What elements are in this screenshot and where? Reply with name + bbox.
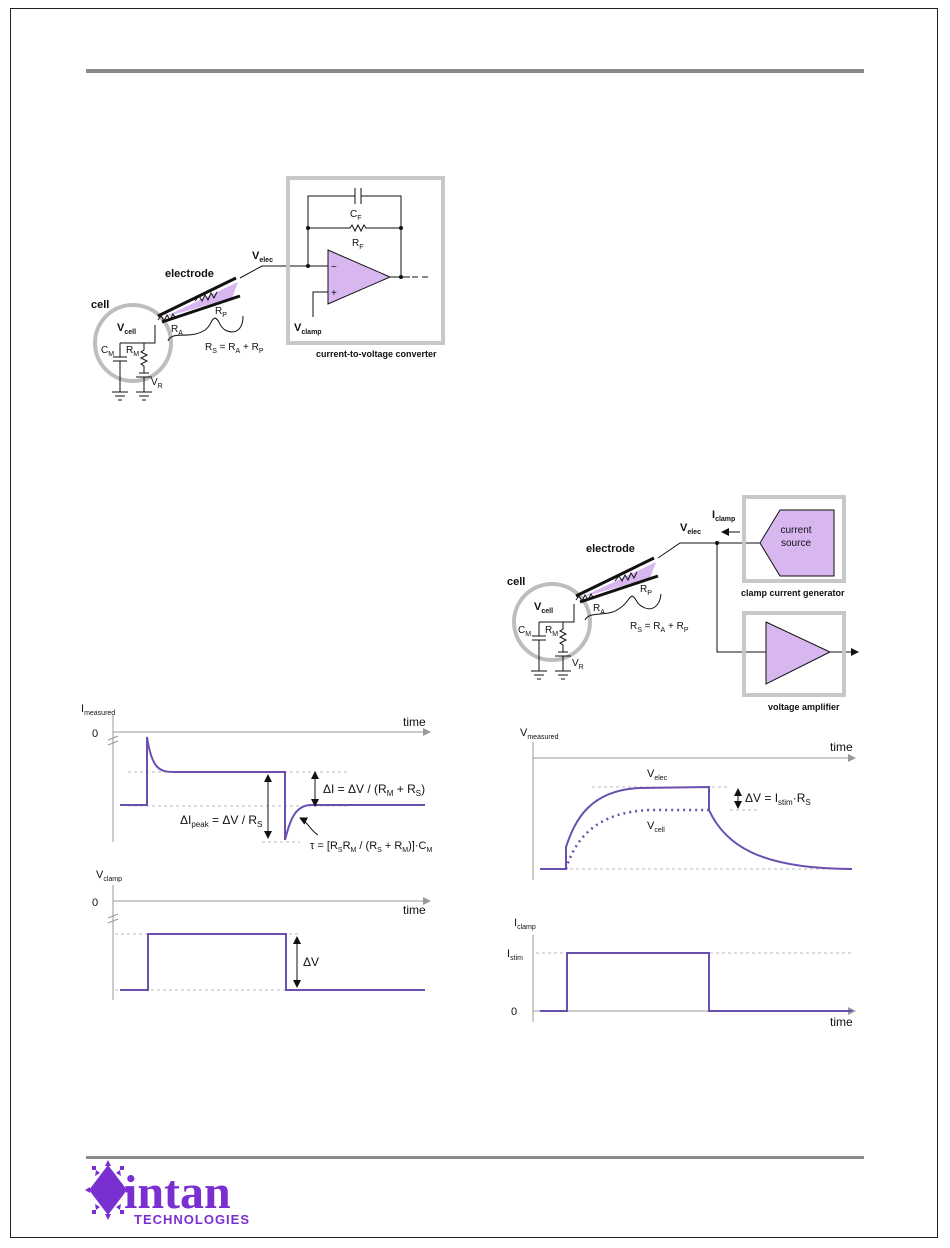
- electrode-fill: [162, 282, 238, 318]
- i-clamp-label: Iclamp: [712, 509, 735, 523]
- v-cell-trace: [564, 808, 709, 870]
- r-p-label: RP: [215, 306, 227, 319]
- time-label-4: time: [830, 1015, 853, 1029]
- v-measured-label: Vmeasured: [520, 727, 559, 741]
- electrode-fill-2: [580, 562, 656, 598]
- v-clamp-trace: [120, 933, 425, 991]
- zero-label-1: 0: [92, 728, 98, 740]
- delta-v-label-1: ΔV: [303, 955, 319, 969]
- time-label-2: time: [403, 903, 426, 917]
- logo-chip-icon: [85, 1160, 131, 1220]
- amplifier-box: [742, 611, 846, 697]
- converter-label: current-to-voltage converter: [316, 349, 437, 359]
- v-cell-curve-label: Vcell: [647, 820, 665, 834]
- v-elec-label-2: Velec: [680, 522, 701, 536]
- r-a-resistor-2: [575, 592, 595, 603]
- current-source-shape: [759, 509, 835, 577]
- header-rule: [86, 69, 864, 73]
- electrode-upper-wall: [157, 276, 237, 318]
- electrode-label-2: electrode: [586, 543, 635, 555]
- plus-sign: +: [331, 288, 337, 299]
- c-f-label: CF: [350, 209, 362, 222]
- minus-sign: −: [331, 262, 337, 273]
- i-clamp-trace: [540, 952, 852, 1012]
- converter-box: [286, 176, 445, 345]
- rs-equation: RS = RA + RP: [205, 342, 264, 355]
- zero-label-3: 0: [511, 1006, 517, 1018]
- r-p-label-2: RP: [640, 584, 652, 597]
- footer-rule: [86, 1156, 864, 1159]
- ipeak-equation: ΔIpeak = ΔV / RS: [180, 813, 262, 829]
- r-a-resistor: [157, 312, 177, 323]
- i-measured-trace: [120, 736, 425, 841]
- graph-i-measured: Imeasured 0 time ΔI = ΔV / (RM + RS) ΔIp…: [81, 703, 432, 854]
- i-measured-label: Imeasured: [81, 703, 115, 717]
- cell-label: cell: [91, 299, 109, 311]
- rs-brace-2: [584, 593, 662, 621]
- tau-equation: τ = [RSRM / (RS + RM)]·CM: [310, 840, 432, 854]
- electrode-upper-wall-2: [575, 556, 655, 598]
- current-source-label-1: current: [780, 525, 811, 536]
- v-clamp-label: Vclamp: [294, 322, 322, 336]
- page-frame: [10, 8, 938, 1238]
- logo-wordmark: intan: [124, 1166, 231, 1219]
- v-r-label: VR: [151, 377, 163, 390]
- current-source-label-2: source: [781, 538, 811, 549]
- istim-label: Istim: [507, 948, 523, 962]
- voltage-clamp-circuit: cell Vcell CM RM VR electrode RA RP RS =…: [91, 176, 445, 401]
- i-clamp-graph-label: Iclamp: [514, 917, 536, 931]
- rs-equation-2: RS = RA + RP: [630, 621, 689, 634]
- r-a-label-2: RA: [593, 603, 605, 616]
- delta-v-equation: ΔV = Istim·RS: [745, 791, 811, 807]
- cell-label-2: cell: [507, 576, 525, 588]
- v-elec-trace: [540, 785, 853, 870]
- v-elec-curve-label: Velec: [647, 768, 668, 782]
- graph-v-clamp: Vclamp 0 time ΔV: [92, 869, 431, 1000]
- r-a-label: RA: [171, 324, 183, 337]
- v-r-label-2: VR: [572, 658, 584, 671]
- cell-circle: [93, 303, 173, 383]
- r-m-label: RM: [126, 345, 139, 358]
- v-elec-label: Velec: [252, 250, 273, 264]
- r-m-label-2: RM: [545, 625, 558, 638]
- logo-subtitle: TECHNOLOGIES: [134, 1212, 250, 1227]
- amplifier-triangle: [765, 621, 832, 685]
- r-p-resistor: [194, 291, 218, 303]
- v-cell-label: Vcell: [117, 322, 136, 336]
- intan-logo: intan TECHNOLOGIES: [85, 1160, 250, 1227]
- time-label-3: time: [830, 740, 853, 754]
- time-label-1: time: [403, 715, 426, 729]
- r-p-resistor-2: [614, 571, 638, 583]
- c-m-label-2: CM: [518, 625, 531, 638]
- graph-v-measured: Vmeasured time Velec Vcell ΔV = Istim·RS: [520, 727, 856, 880]
- graph-i-clamp: Iclamp Istim 0 time: [507, 917, 856, 1029]
- generator-box: [742, 495, 846, 583]
- current-clamp-circuit: cell Vcell CM RM VR electrode RA RP RS =…: [507, 495, 859, 712]
- rs-brace: [167, 315, 244, 342]
- amplifier-label: voltage amplifier: [768, 702, 840, 712]
- cell-circle-2: [512, 582, 592, 662]
- generator-label: clamp current generator: [741, 588, 845, 598]
- r-f-label: RF: [352, 238, 364, 251]
- v-clamp-graph-label: Vclamp: [96, 869, 122, 883]
- zero-label-2: 0: [92, 897, 98, 909]
- op-amp-triangle: [327, 249, 392, 305]
- c-m-label: CM: [101, 345, 114, 358]
- electrode-label: electrode: [165, 268, 214, 280]
- delta-i-equation: ΔI = ΔV / (RM + RS): [323, 782, 425, 798]
- v-cell-label-2: Vcell: [534, 601, 553, 615]
